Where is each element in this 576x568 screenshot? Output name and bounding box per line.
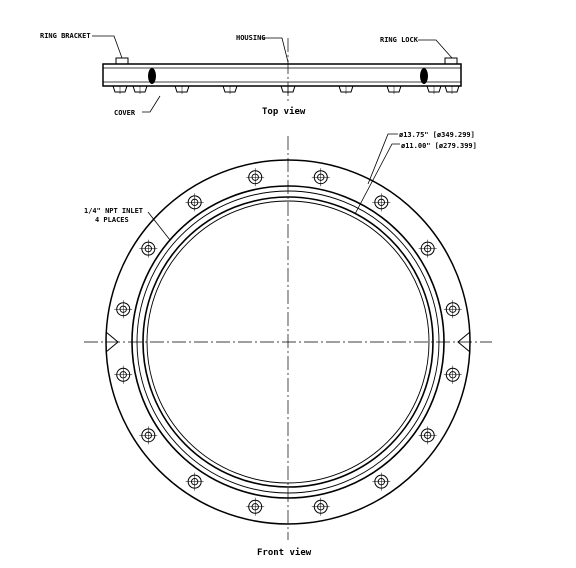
cover-bolt <box>444 85 460 94</box>
bracket-bolt-right <box>444 57 458 65</box>
flange-bolt <box>114 365 133 384</box>
flange-bolt <box>246 168 265 187</box>
top-view-title: Top view <box>262 106 306 117</box>
flange-bolt <box>185 193 204 212</box>
top-view-lower-bolts <box>112 85 460 94</box>
bracket-bolt-left <box>115 57 129 65</box>
flange-bolt <box>443 300 462 319</box>
flange-bolt <box>372 472 391 491</box>
flange-bolt <box>185 472 204 491</box>
outer-diameter-label: ø13.75" [ø349.299] <box>399 131 475 139</box>
front-view: ø13.75" [ø349.299] ø11.00" [ø279.399] 1/… <box>84 131 492 558</box>
ring-bracket-label: RING BRACKET <box>40 32 91 40</box>
housing-label: HOUSING <box>236 34 266 42</box>
flange-bolt <box>372 193 391 212</box>
flange-bolt <box>246 497 265 516</box>
ring-lock-leader <box>418 39 453 59</box>
top-view-upper-bolts <box>115 57 458 65</box>
inlet-leader <box>147 211 171 241</box>
cover-bolt <box>426 85 442 94</box>
housing-leader <box>262 37 289 63</box>
flange-bolts <box>114 168 462 516</box>
cover-label: COVER <box>114 109 136 117</box>
ring-lock-oval-left <box>148 68 156 84</box>
cover-bolt <box>132 85 148 94</box>
front-view-title: Front view <box>257 547 312 558</box>
flange-bolt <box>311 497 330 516</box>
flange-bolt <box>443 365 462 384</box>
inlet-label-line1: 1/4" NPT INLET <box>84 207 143 215</box>
inner-diameter-label: ø11.00" [ø279.399] <box>401 142 477 150</box>
flange-bolt <box>311 168 330 187</box>
ring-lock-oval-right <box>420 68 428 84</box>
inlet-label-line2: 4 PLACES <box>95 216 129 224</box>
cover-bolt <box>222 85 238 94</box>
ring-bracket-leader <box>92 35 123 59</box>
ring-lock-label: RING LOCK <box>380 36 419 44</box>
cover-bolt <box>386 85 402 94</box>
flange-bolt <box>418 239 437 258</box>
cover-leader <box>142 95 161 113</box>
flange-bolt <box>418 426 437 445</box>
cover-bolt <box>174 85 190 94</box>
cover-bolt <box>112 85 128 94</box>
top-view: RING BRACKET HOUSING RING LOCK COVER Top… <box>40 32 462 117</box>
flange-bolt <box>139 239 158 258</box>
cover-bolt <box>338 85 354 94</box>
inner-dim-leader <box>354 143 400 215</box>
flange-bolt <box>139 426 158 445</box>
outer-dim-leader <box>367 133 398 185</box>
housing-bar <box>102 63 462 87</box>
flange-bolt <box>114 300 133 319</box>
